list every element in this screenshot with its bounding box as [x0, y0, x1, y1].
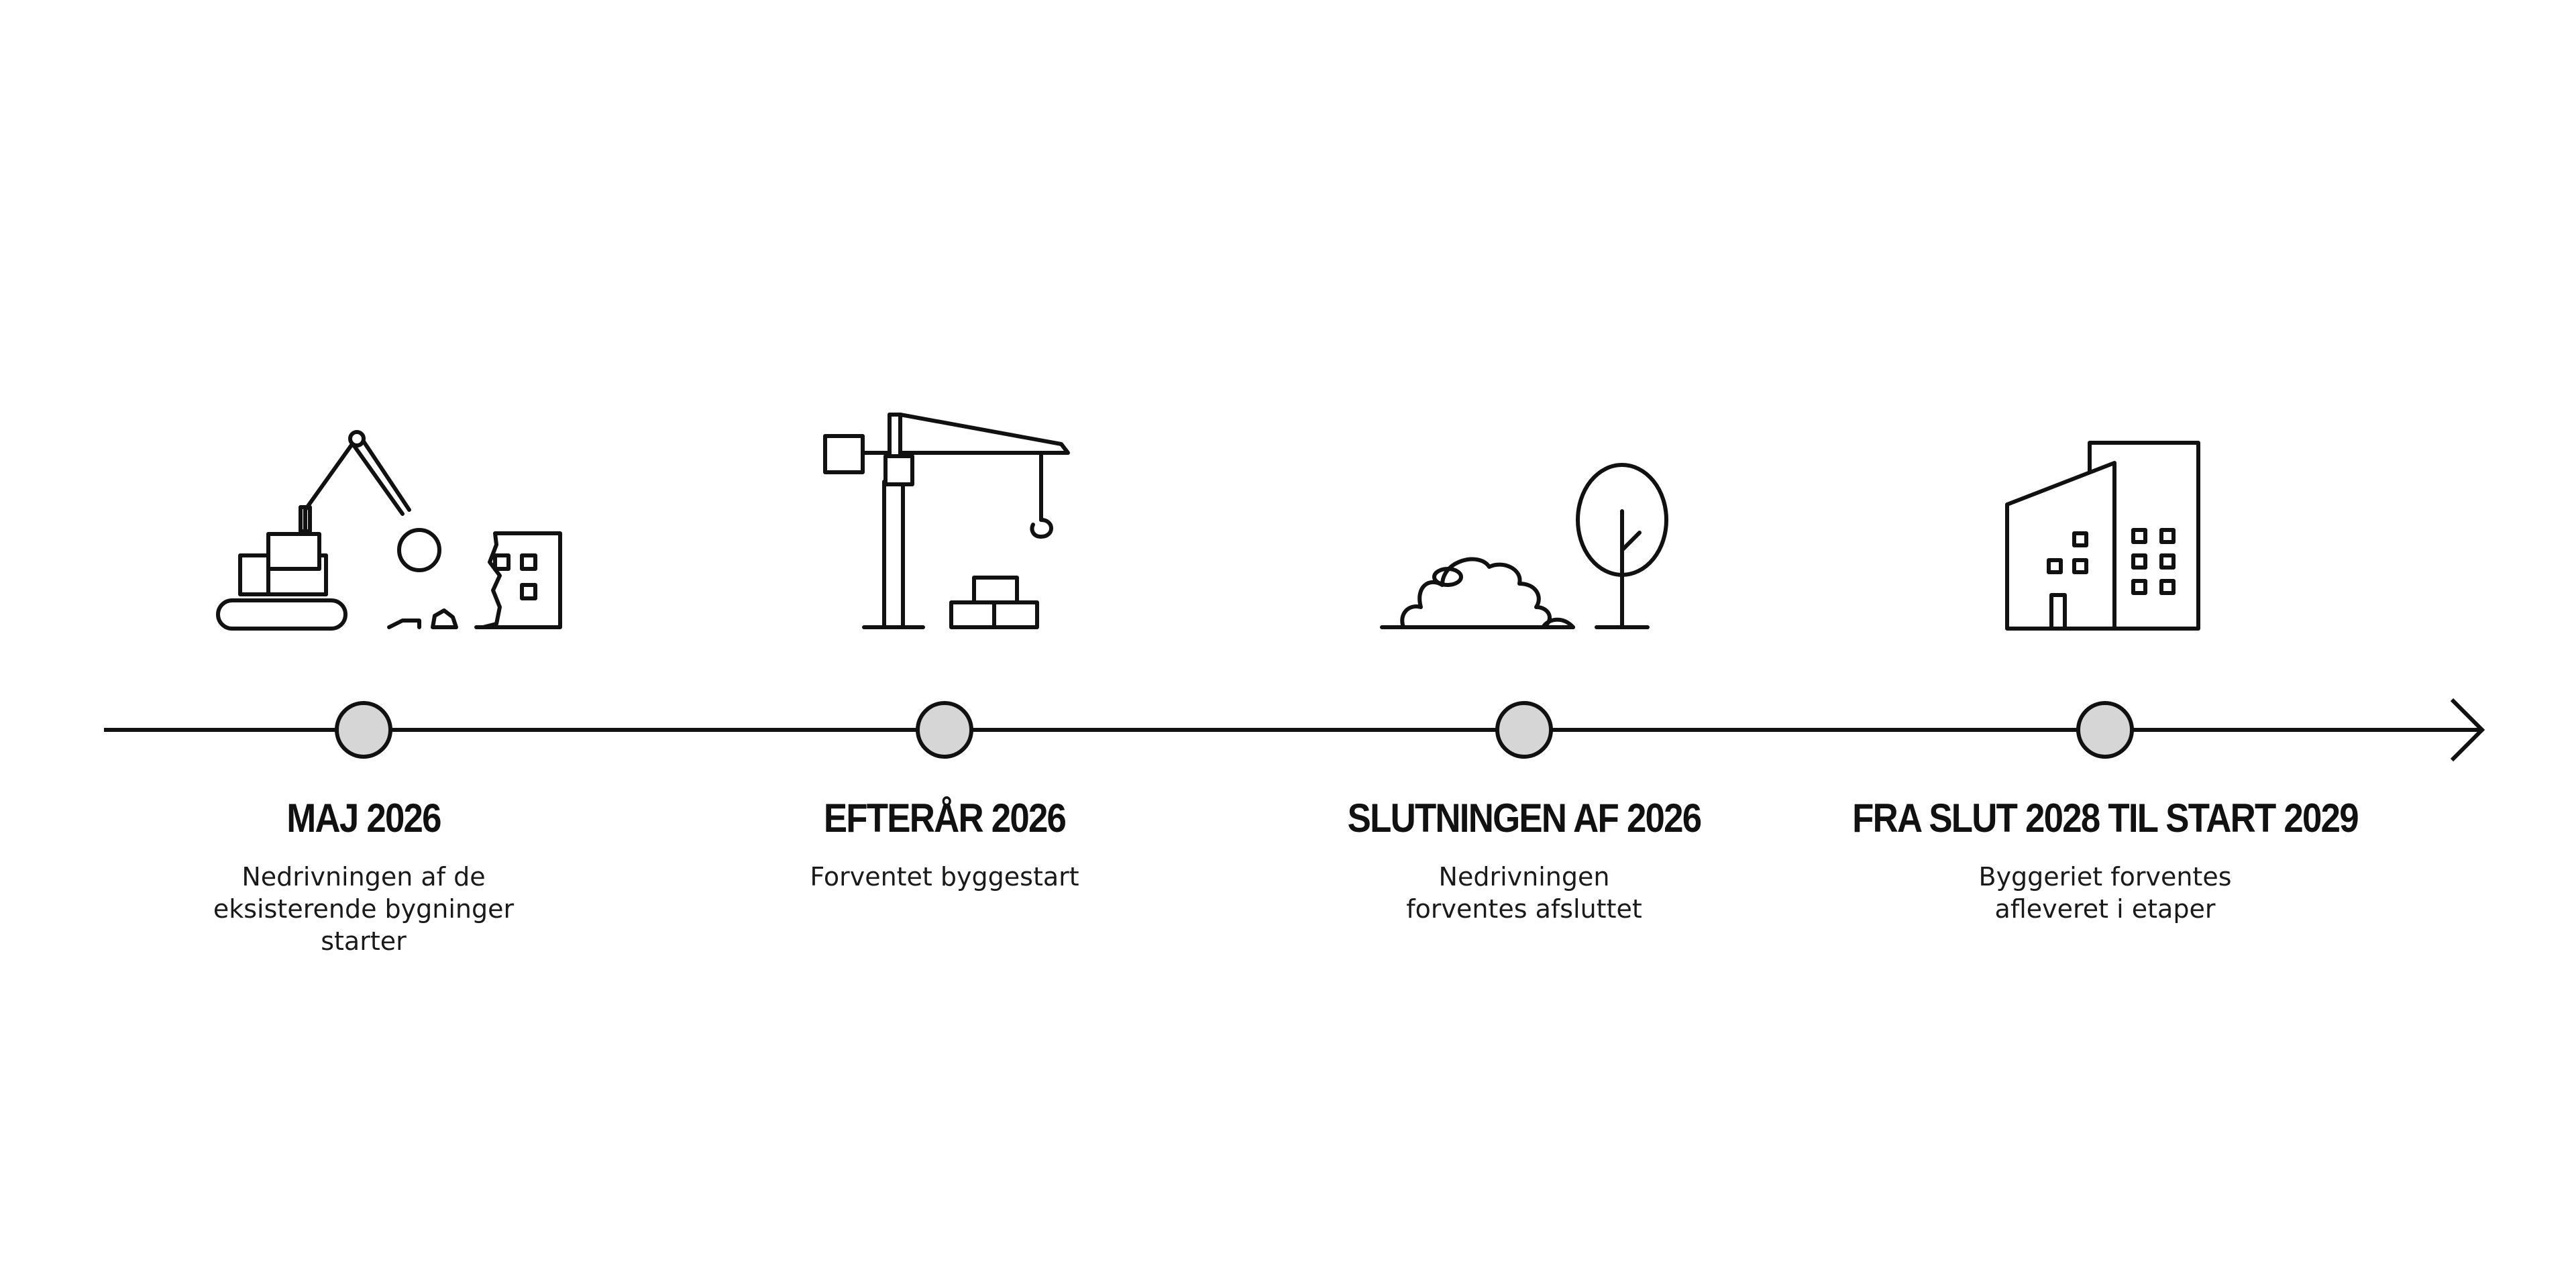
excavator-demolition-icon — [216, 430, 562, 631]
milestone-title: FRA SLUT 2028 TIL START 2029 — [1852, 796, 2359, 841]
milestone-title: EFTERÅR 2026 — [823, 796, 1067, 841]
milestone-4: FRA SLUT 2028 TIL START 2029 Byggeriet f… — [1803, 795, 2407, 925]
milestone-1: MAJ 2026 Nedrivningen af de eksisterende… — [62, 795, 665, 957]
milestone-description: Forventet byggestart — [810, 862, 1079, 892]
milestone-description: Nedrivningen af de eksisterende bygninge… — [213, 862, 515, 956]
milestone-description: Nedrivningen forventes afsluttet — [1406, 862, 1642, 924]
milestone-description: Byggeriet forventes afleveret i etaper — [1978, 862, 2232, 924]
tower-crane-icon — [823, 413, 1070, 629]
milestone-marker-3 — [1495, 701, 1553, 759]
bush-and-tree-icon — [1380, 463, 1668, 629]
milestone-title: MAJ 2026 — [286, 796, 441, 841]
finished-buildings-icon — [2005, 441, 2200, 631]
milestone-marker-4 — [2076, 701, 2134, 759]
milestone-2: EFTERÅR 2026 Forventet byggestart — [643, 795, 1246, 893]
milestone-3: SLUTNINGEN AF 2026 Nedrivningen forvente… — [1222, 795, 1826, 925]
milestone-marker-2 — [916, 701, 973, 759]
milestone-title: SLUTNINGEN AF 2026 — [1347, 796, 1703, 841]
milestone-marker-1 — [335, 701, 392, 759]
timeline-arrow-head — [2450, 698, 2485, 762]
